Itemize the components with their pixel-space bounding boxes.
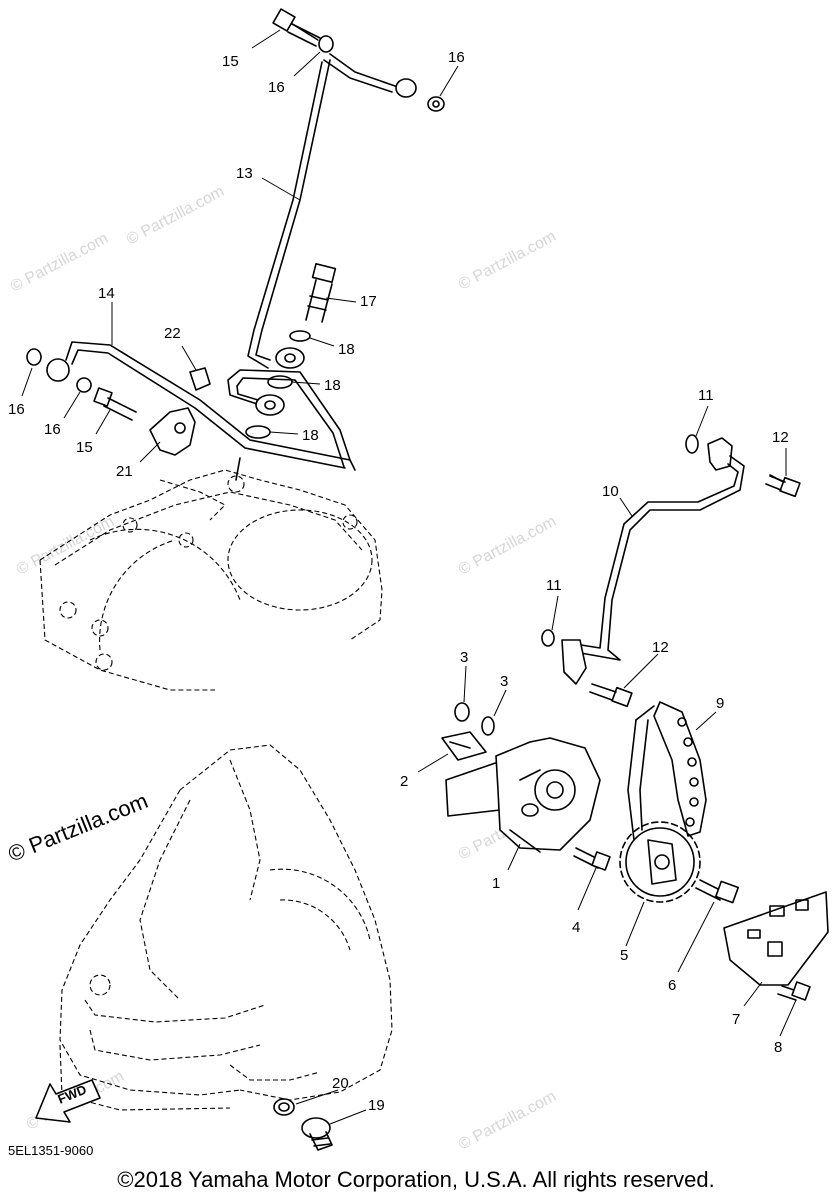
- callout-16: 16: [44, 421, 61, 438]
- callout-11: 11: [698, 387, 714, 404]
- watermark: © Partzilla.com: [456, 228, 559, 294]
- callout-3: 3: [460, 649, 468, 666]
- gasket: [273, 1098, 295, 1116]
- callout-19: 19: [368, 1097, 385, 1114]
- oil-delivery-pipe-upper: [247, 8, 445, 369]
- callout-12: 12: [772, 429, 789, 446]
- callout-4: 4: [572, 919, 580, 936]
- callout-16: 16: [448, 49, 465, 66]
- holder: [149, 407, 196, 456]
- callout-7: 7: [732, 1011, 740, 1028]
- washer: [245, 425, 271, 439]
- engine-outline: [39, 469, 393, 1111]
- oil-delivery-pipe-lower: [26, 341, 356, 481]
- callout-9: 9: [716, 695, 724, 712]
- leader-lines: [21, 29, 797, 1125]
- bolt: [573, 847, 611, 871]
- watermark: © Partzilla.com: [14, 513, 117, 579]
- callout-17: 17: [360, 293, 377, 310]
- callout-8: 8: [774, 1039, 782, 1056]
- o-ring: [481, 716, 495, 736]
- oil-pump: [441, 702, 601, 853]
- bolt: [777, 981, 811, 1001]
- callout-1: 1: [492, 875, 500, 892]
- callout-18: 18: [338, 341, 355, 358]
- callout-2: 2: [400, 773, 408, 790]
- oil-pipe-right: [541, 434, 801, 708]
- callout-13: 13: [236, 165, 253, 182]
- callout-3: 3: [500, 673, 508, 690]
- o-ring: [685, 434, 699, 454]
- union-bolt: [93, 387, 137, 421]
- washer: [267, 375, 293, 389]
- bolt: [695, 879, 739, 904]
- pump-cover: [723, 891, 829, 986]
- callout-16: 16: [268, 79, 285, 96]
- watermark-prominent: © Partzilla.com: [5, 788, 152, 867]
- drain-bolt: [301, 1117, 333, 1151]
- watermark: © Partzilla.com: [8, 230, 111, 296]
- callouts: 15 16 16 13 14 17 22 18 18 18 16 16 15 2…: [8, 49, 789, 1114]
- sprocket: [619, 821, 701, 903]
- callout-12: 12: [652, 639, 669, 656]
- drive-chain: [627, 701, 707, 841]
- drawing-code: 5EL1351-9060: [8, 1143, 94, 1158]
- callout-11: 11: [546, 577, 562, 594]
- o-ring: [454, 702, 470, 722]
- copyright-notice: ©2018 Yamaha Motor Corporation, U.S.A. A…: [117, 1167, 715, 1192]
- watermark: © Partzilla.com: [456, 1088, 559, 1154]
- callout-18: 18: [324, 377, 341, 394]
- watermark: © Partzilla.com: [124, 183, 227, 249]
- fwd-arrow: FWD: [35, 1079, 101, 1123]
- callout-21: 21: [116, 463, 133, 480]
- clamp: [189, 367, 211, 391]
- washer: [76, 377, 92, 393]
- callout-18: 18: [302, 427, 319, 444]
- callout-14: 14: [98, 285, 115, 302]
- callout-15: 15: [76, 439, 93, 456]
- union-bolt: [305, 262, 337, 323]
- o-ring: [541, 629, 555, 647]
- callout-6: 6: [668, 977, 676, 994]
- callout-10: 10: [602, 483, 619, 500]
- callout-15: 15: [222, 53, 239, 70]
- callout-22: 22: [164, 325, 181, 342]
- watermark: © Partzilla.com: [456, 513, 559, 579]
- callout-16: 16: [8, 401, 25, 418]
- washer: [289, 330, 311, 342]
- callout-5: 5: [620, 947, 628, 964]
- callout-20: 20: [332, 1075, 349, 1092]
